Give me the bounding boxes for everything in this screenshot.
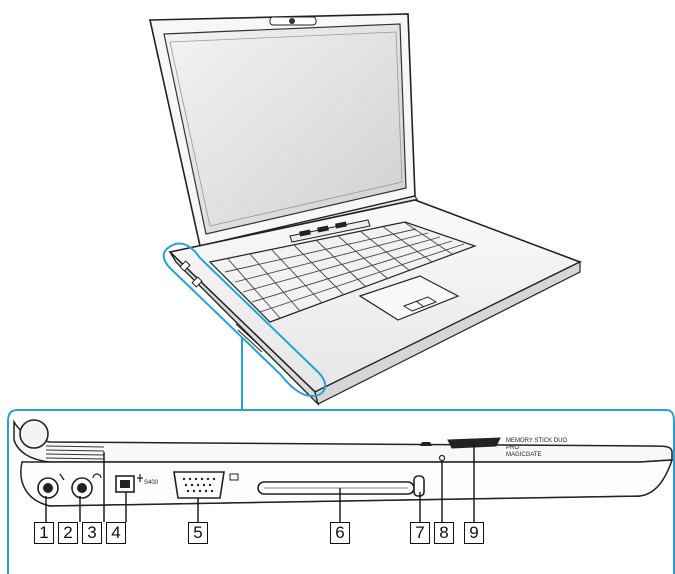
firewire-icon [137, 474, 143, 482]
firewire-label: S400 [144, 480, 159, 486]
callout-4: 4 [106, 522, 126, 544]
memory-stick-label-3: MAGICGATE [506, 452, 542, 458]
memory-stick-label-1: MEMORY STICK DUO [506, 438, 567, 444]
callout-7: 7 [410, 522, 430, 544]
button-strip [289, 219, 371, 243]
memory-stick-slot: MEMORY STICK DUO PRO MAGICGATE [447, 437, 567, 458]
leader-lines [45, 444, 475, 522]
vga-port [173, 471, 239, 499]
zoom-panel-border [7, 409, 675, 574]
memory-stick-indicator [420, 442, 446, 462]
side-view: S400 [13, 419, 674, 522]
eject-button [413, 475, 425, 497]
laptop-base [168, 199, 583, 407]
monitor-icon [229, 473, 239, 481]
callout-6: 6 [330, 522, 350, 544]
touchpad [358, 275, 460, 321]
webcam-icon [269, 16, 317, 26]
callout-9: 9 [464, 522, 484, 544]
vent-grille [45, 445, 105, 460]
expresscard-slot [257, 481, 415, 495]
microphone-jack [37, 473, 65, 499]
highlight-outline [162, 242, 327, 398]
callout-1: 1 [34, 522, 54, 544]
firewire-port: S400 [115, 474, 159, 493]
keyboard [208, 221, 477, 323]
headphone-jack [71, 473, 102, 499]
hinge-knob-icon [19, 419, 49, 449]
callout-3: 3 [82, 522, 102, 544]
callout-2: 2 [58, 522, 78, 544]
callout-5: 5 [188, 522, 208, 544]
memory-stick-label-2: PRO [506, 445, 519, 451]
left-side-ports-small [179, 260, 263, 353]
headphone-icon [92, 473, 102, 479]
memory-stick-icon [420, 442, 432, 446]
callout-8: 8 [434, 522, 454, 544]
